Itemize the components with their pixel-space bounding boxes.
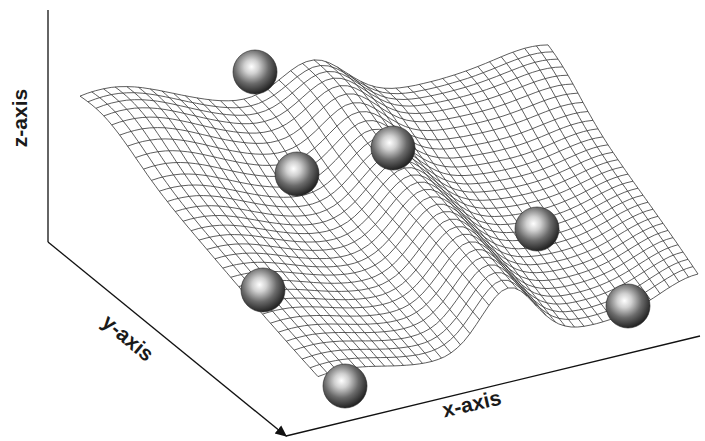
- sphere: [233, 50, 277, 94]
- sphere: [275, 152, 319, 196]
- mesh-line: [232, 101, 441, 359]
- mesh-line: [286, 245, 678, 342]
- mesh-line: [466, 71, 631, 311]
- mesh-line: [256, 95, 461, 345]
- axes: [48, 10, 700, 436]
- mesh-line: [302, 259, 688, 359]
- mesh-line: [96, 59, 558, 115]
- mesh-line: [396, 88, 575, 327]
- mesh-line: [215, 181, 633, 259]
- mesh-line: [278, 238, 673, 333]
- mesh-line: [291, 71, 489, 306]
- mesh-line: [127, 87, 356, 368]
- sphere: [323, 364, 367, 408]
- sphere: [606, 284, 650, 328]
- mesh-line: [361, 81, 546, 315]
- axis-label: x-axis: [440, 386, 503, 423]
- mesh-line: [209, 100, 423, 364]
- mesh-line: [239, 202, 648, 286]
- wireframe-mesh: [80, 45, 698, 377]
- mesh-line: [490, 62, 651, 300]
- mesh-line: [302, 63, 498, 293]
- mesh-line: [513, 52, 670, 287]
- mesh-line: [501, 57, 660, 294]
- sphere: [515, 207, 559, 251]
- mesh-line: [247, 209, 653, 296]
- mesh-line: [244, 99, 451, 353]
- mesh-line: [318, 274, 698, 377]
- mesh-line: [408, 87, 584, 327]
- mesh-line: [162, 91, 385, 366]
- mesh-line: [104, 67, 563, 124]
- mesh-line: [294, 252, 683, 350]
- mesh-line: [314, 60, 508, 288]
- mesh-line: [536, 46, 688, 277]
- sphere: [371, 126, 415, 170]
- mesh-line: [478, 67, 641, 306]
- axis-label: z-axis: [8, 89, 32, 147]
- mesh-line: [103, 89, 337, 371]
- mesh-line: [231, 195, 643, 277]
- mesh-line: [326, 62, 518, 290]
- mesh-line: [279, 80, 480, 320]
- mesh-line: [454, 75, 622, 315]
- mesh-line: [115, 87, 346, 369]
- mesh-line: [139, 87, 366, 366]
- mesh-line: [80, 96, 318, 377]
- mesh-line: [220, 101, 432, 362]
- mesh-line: [337, 67, 527, 296]
- mesh-line: [92, 92, 328, 374]
- mesh-line: [185, 96, 403, 366]
- axis-label: y-axis: [97, 310, 158, 367]
- mesh-line: [267, 89, 470, 334]
- mesh-line: [548, 45, 698, 274]
- mesh-line: [88, 52, 553, 108]
- mesh-line: [310, 267, 693, 368]
- mesh-line: [431, 82, 603, 322]
- mesh-line: [384, 88, 565, 326]
- mesh-line: [112, 75, 568, 133]
- sphere: [241, 268, 285, 312]
- mesh-line: [443, 79, 613, 319]
- spheres: [233, 50, 650, 408]
